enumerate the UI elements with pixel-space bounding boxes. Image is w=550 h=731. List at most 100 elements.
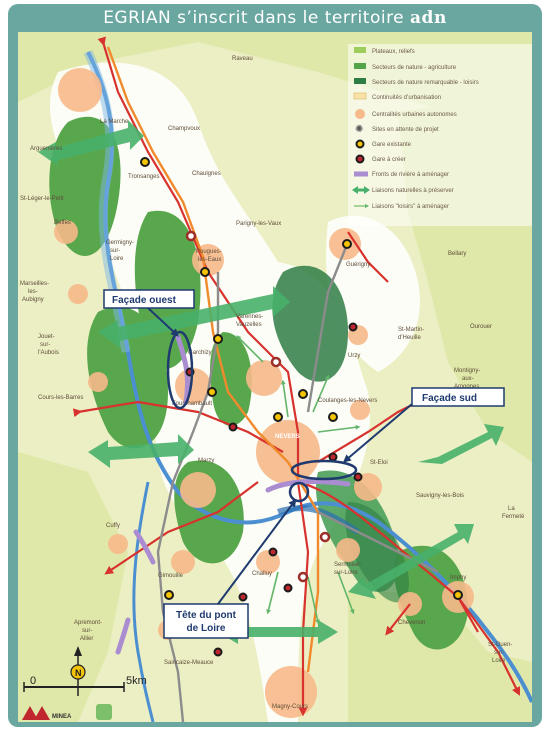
legend-swatch-gare-creer <box>355 154 365 164</box>
place-fourchambault: Fourchambault <box>172 401 212 407</box>
river-allier <box>132 481 155 722</box>
place-tronsanges: Tronsanges <box>128 174 159 180</box>
north-compass-icon <box>70 664 86 680</box>
place-jouet-1: Jouet- <box>38 334 55 340</box>
facade-sud-ellipse <box>290 459 358 481</box>
double-arrow-icon <box>352 186 370 194</box>
place-sermoise-2: sur-Loire <box>334 570 358 576</box>
minea-logo: MINEA <box>22 704 112 720</box>
place-raveau: Raveau <box>232 56 253 62</box>
legend-label-fronts: Fronts de rivière à aménager <box>372 172 449 178</box>
place-st-leger: St-Léger-le-Petit <box>20 196 64 202</box>
facade-ouest-box <box>103 289 195 309</box>
place-jouet-3: l'Aubois <box>38 350 59 356</box>
sites-attente <box>185 230 331 583</box>
gares-existantes <box>140 157 463 600</box>
scale-zero: 0 <box>30 675 36 687</box>
legend-label-urbanisation: Continuités d’urbanisation <box>372 95 441 101</box>
place-montigny-1: Montigny- <box>454 368 480 374</box>
place-fermete-2: Fermeté <box>502 514 525 520</box>
map-frame: EGRIAN s’inscrit dans le territoire adn <box>8 4 542 727</box>
place-bellary: Bellary <box>448 251 466 257</box>
place-champvoux: Champvoux <box>168 126 200 132</box>
place-pougues-1: Pougues- <box>196 249 222 255</box>
place-guerigny: Guérigny <box>346 262 370 268</box>
scale-bar: 0 5km <box>23 675 147 692</box>
place-chevenon: Chevenon <box>398 620 425 626</box>
place-germigny-3: Loire <box>110 256 124 262</box>
logo-text: MINEA <box>52 714 72 720</box>
place-marseilles-2: les- <box>28 289 38 295</box>
place-gimouille: Gimouille <box>158 573 184 579</box>
place-germigny-1: Germigny- <box>106 240 134 246</box>
plateau-southwest <box>18 452 128 722</box>
facade-sud-label: Façade sud <box>422 393 477 404</box>
place-st-martin-1: St-Martin- <box>398 327 424 333</box>
place-coulanges: Coulanges-les-Nevers <box>318 398 377 404</box>
legend-label-liaisons-naturelles: Liaisons naturelles à préserver <box>372 188 454 194</box>
facade-sud-box <box>411 387 505 407</box>
nature-fourchambault <box>87 306 168 449</box>
place-cuffy: Cuffy <box>106 523 120 529</box>
north-label: N <box>75 668 82 678</box>
facade-sud-pointer <box>342 403 413 463</box>
callouts: Façade ouest Façade sud Tête du pont de … <box>103 289 505 639</box>
facade-ouest-ellipse <box>166 330 194 410</box>
logo-emblem-icon <box>96 704 112 720</box>
nature-imphy <box>393 545 468 650</box>
place-chaulgnes: Chaulgnes <box>192 171 221 177</box>
star-icon: ✺ <box>355 124 363 135</box>
place-parigny: Parigny-les-Vaux <box>236 221 281 227</box>
gares-a-creer <box>185 322 363 657</box>
place-montigny-2: aux- <box>462 376 474 382</box>
legend-swatch-centralites <box>355 109 365 119</box>
centralites <box>54 68 474 718</box>
place-varennes-1: Varennes- <box>236 314 263 320</box>
tete-pont-label-2: de Loire <box>187 623 226 634</box>
place-apremont-3: Allier <box>80 636 93 642</box>
place-names: Raveau La Marche Champvoux Arguenières T… <box>20 56 525 710</box>
legend-label-loisirs: Liaisons "loisirs" à aménager <box>372 204 449 210</box>
legend-swatch-agriculture <box>354 63 366 69</box>
tete-pont-label-1: Tête du pont <box>176 610 237 621</box>
legend-swatch-gare-existante <box>355 139 365 149</box>
liaisons-loisirs <box>236 335 361 625</box>
place-apremont-2: sur- <box>82 628 92 634</box>
tete-pont-box <box>163 603 249 639</box>
liaisons-naturelles <box>38 120 504 644</box>
legend: Plateaux, reliefs Secteurs de nature - a… <box>348 44 532 226</box>
place-ourouer: Ourouer <box>470 324 492 330</box>
place-imphy: Imphy <box>450 575 466 581</box>
legend-swatch-urbanisation <box>353 92 367 100</box>
place-germigny-2: sur- <box>110 248 120 254</box>
place-sauvigny: Sauvigny-les-Bois <box>416 493 464 499</box>
place-saincaize: Saincaize-Meauce <box>164 660 214 666</box>
legend-label-plateaux: Plateaux, reliefs <box>372 49 415 55</box>
nature-remarquable-parigny <box>272 265 348 382</box>
place-marzy: Marzy <box>198 458 214 464</box>
place-montigny-3: Amognes <box>454 384 479 390</box>
place-st-ouen-1: St-Ouen- <box>488 642 512 648</box>
title-text: EGRIAN s’inscrit dans le territoire <box>103 8 411 28</box>
title-brand: adn <box>410 8 447 28</box>
legend-label-sites: Sites en attente de projet <box>372 127 439 133</box>
place-cours: Cours-les-Barres <box>38 395 83 401</box>
map-title: EGRIAN s’inscrit dans le territoire adn <box>8 4 542 32</box>
place-arguenieres: Arguenières <box>30 146 62 152</box>
place-st-ouen-3: Loire <box>492 658 506 664</box>
place-magny: Magny-Cours <box>272 704 308 710</box>
place-marseilles-3: Aubigny <box>22 297 44 303</box>
place-fermete-1: La <box>508 506 515 512</box>
nature-garchizy <box>210 332 252 426</box>
place-st-eloi: St-Eloi <box>370 460 388 466</box>
place-garchizy: Garchizy <box>188 350 212 356</box>
legend-label-centralites: Centralités urbaines autonomes <box>372 112 457 118</box>
legend-swatch-plateaux <box>354 47 366 53</box>
facade-ouest-label: Façade ouest <box>112 295 177 306</box>
place-urzy: Urzy <box>348 353 360 359</box>
place-nevers: NEVERS <box>275 434 300 440</box>
place-la-marche: La Marche <box>100 119 129 125</box>
place-apremont-1: Apremont- <box>74 620 102 626</box>
legend-label-agriculture: Secteurs de nature - agriculture <box>372 65 457 71</box>
place-sermoise-1: Sermoise- <box>334 562 361 568</box>
